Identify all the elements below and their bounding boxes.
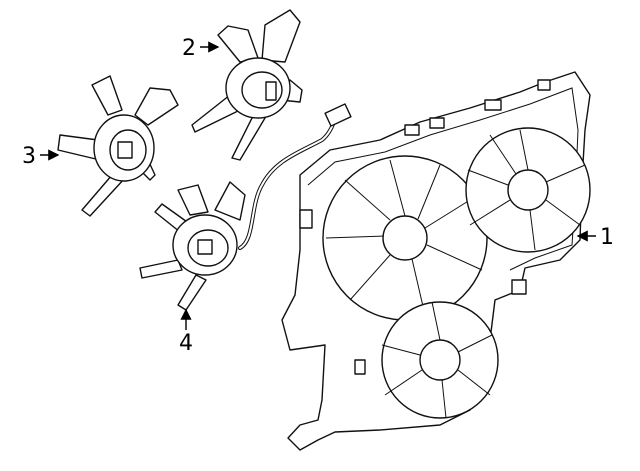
callout-2: 2 xyxy=(182,36,196,61)
fan-shroud xyxy=(281,71,591,451)
callout-leaders xyxy=(40,41,596,330)
callout-4: 4 xyxy=(179,331,193,356)
fan-motor-with-harness xyxy=(139,103,352,311)
callout-3: 3 xyxy=(22,144,36,169)
callout-1: 1 xyxy=(600,225,614,250)
fan-blade-upper xyxy=(191,9,303,161)
fan-blade-left xyxy=(57,75,179,217)
